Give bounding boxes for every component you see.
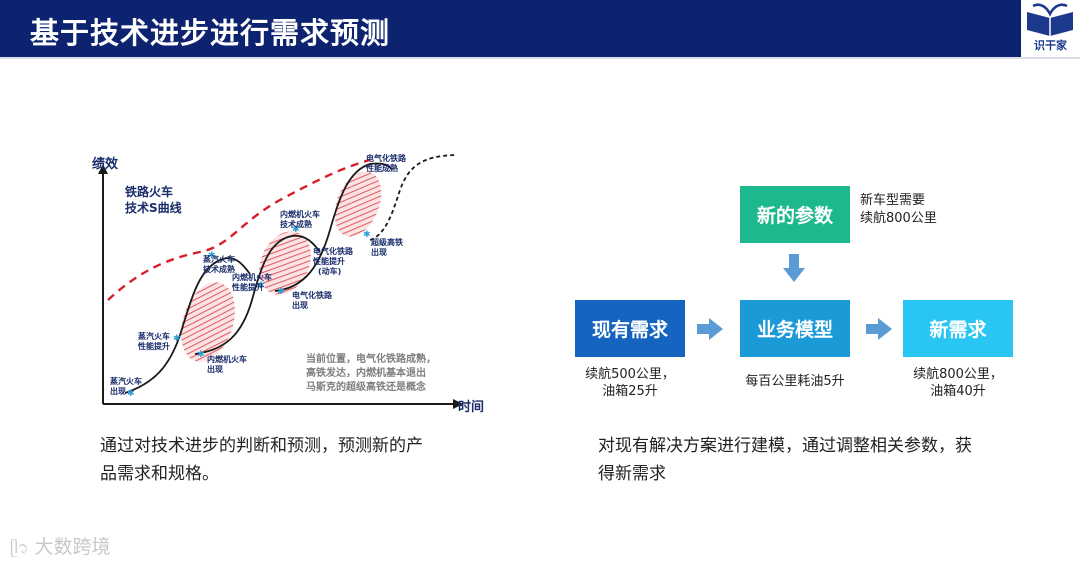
left-description: 通过对技术进步的判断和预测，预测新的产 品需求和规格。 bbox=[100, 432, 520, 488]
watermark: ᥫ᭡ 大数跨境 bbox=[10, 532, 111, 565]
left-description-line-2: 品需求和规格。 bbox=[100, 464, 219, 484]
current-demand-sub-line-1: 续航500公里， bbox=[585, 367, 675, 382]
label-steam-mature-1: 蒸汽火车 bbox=[203, 254, 235, 264]
note-line-1: 当前位置，电气化铁路成熟， bbox=[306, 352, 436, 365]
y-axis-arrow bbox=[98, 164, 108, 174]
header-divider bbox=[0, 57, 1080, 59]
business-model-box: 业务模型 bbox=[740, 300, 850, 357]
new-params-box: 新的参数 bbox=[740, 186, 850, 243]
curve-title-line2: 技术S曲线 bbox=[125, 200, 182, 215]
label-diesel-appear-2: 出现 bbox=[207, 364, 223, 374]
star-icon: ✱ bbox=[277, 287, 285, 297]
steam-mature-region bbox=[181, 282, 235, 362]
down-arrow-icon bbox=[783, 254, 805, 282]
label-electric-appear-1: 电气化铁路 bbox=[292, 290, 333, 300]
right-arrow-icon bbox=[866, 318, 892, 340]
y-axis-label: 绩效 bbox=[92, 156, 119, 172]
new-demand-sub-line-2: 油箱40升 bbox=[930, 384, 986, 399]
new-params-note: 新车型需要 续航800公里 bbox=[860, 192, 937, 228]
new-demand-sub-line-1: 续航800公里， bbox=[913, 367, 1003, 382]
label-electric-improve-3: (动车) bbox=[318, 266, 341, 276]
label-hsr-appear-2: 出现 bbox=[371, 247, 387, 257]
label-electric-appear-2: 出现 bbox=[292, 300, 308, 310]
x-axis-label: 时间 bbox=[458, 399, 484, 415]
envelope-curve bbox=[107, 158, 371, 301]
electric-s-curve bbox=[274, 162, 393, 292]
business-model-sub-line-1: 每百公里耗油5升 bbox=[745, 374, 845, 389]
hyperloop-s-curve bbox=[369, 154, 456, 241]
steam-s-curve bbox=[124, 257, 251, 394]
left-description-line-1: 通过对技术进步的判断和预测，预测新的产 bbox=[100, 436, 423, 456]
x-axis-arrow bbox=[453, 399, 463, 409]
watermark-text: 大数跨境 bbox=[34, 536, 111, 558]
business-model-sub: 每百公里耗油5升 bbox=[730, 373, 860, 390]
label-electric-improve-1: 电气化铁路 bbox=[313, 246, 354, 256]
star-icon: ✱ bbox=[292, 225, 300, 235]
star-icon: ✱ bbox=[173, 334, 181, 344]
page-title: 基于技术进步进行需求预测 bbox=[30, 16, 391, 50]
note-line-2: 高铁发达，内燃机基本退出 bbox=[306, 366, 426, 379]
label-diesel-mature-1: 内燃机火车 bbox=[280, 209, 320, 219]
label-electric-mature-1: 电气化铁路 bbox=[366, 153, 407, 163]
right-description-line-2: 得新需求 bbox=[598, 464, 666, 484]
label-steam-appear-2: 出现 bbox=[110, 386, 126, 396]
current-demand-box: 现有需求 bbox=[575, 300, 685, 357]
current-demand-sub-line-2: 油箱25升 bbox=[602, 384, 658, 399]
label-electric-improve-2: 性能提升 bbox=[313, 256, 345, 266]
star-icon: ✱ bbox=[127, 389, 135, 399]
book-logo-icon bbox=[1027, 3, 1073, 36]
diesel-mature-region bbox=[259, 231, 311, 295]
curve-title-line1: 铁路火车 bbox=[125, 184, 173, 199]
s-curve-diagram: 绩效 时间 ✱ ✱ ✱ ✱ ✱ ✱ ✱ ✱ 铁路火车 技术S曲线 蒸汽火车 出现… bbox=[70, 140, 510, 430]
label-steam-appear-1: 蒸汽火车 bbox=[110, 376, 142, 386]
electric-mature-region bbox=[334, 171, 382, 237]
header-bar: 基于技术进步进行需求预测 识干家 bbox=[0, 0, 1080, 57]
label-diesel-mature-2: 技术成熟 bbox=[280, 219, 312, 229]
label-diesel-improve-1: 内燃机火车 bbox=[232, 272, 272, 282]
right-description: 对现有解决方案进行建模，通过调整相关参数，获 得新需求 bbox=[598, 432, 1018, 488]
right-arrow-icon bbox=[697, 318, 723, 340]
new-params-note-line-2: 续航800公里 bbox=[860, 211, 937, 226]
label-hsr-appear-1: 超级高铁 bbox=[370, 237, 403, 247]
label-electric-mature-2: 性能成熟 bbox=[366, 163, 398, 173]
diesel-s-curve bbox=[194, 234, 321, 355]
logo: 识干家 bbox=[1021, 0, 1080, 57]
new-params-note-line-1: 新车型需要 bbox=[860, 193, 926, 208]
label-steam-improve-1: 蒸汽火车 bbox=[138, 331, 170, 341]
label-diesel-appear-1: 内燃机火车 bbox=[207, 354, 247, 364]
watermark-logo-icon: ᥫ᭡ bbox=[10, 538, 29, 557]
new-demand-box: 新需求 bbox=[903, 300, 1013, 357]
star-icon: ✱ bbox=[208, 251, 216, 261]
label-steam-mature-2: 技术成熟 bbox=[203, 264, 235, 274]
star-icon: ✱ bbox=[363, 230, 371, 240]
current-demand-sub: 续航500公里， 油箱25升 bbox=[570, 366, 690, 400]
new-demand-sub: 续航800公里， 油箱40升 bbox=[898, 366, 1018, 400]
star-icon: ✱ bbox=[257, 281, 265, 291]
label-steam-improve-2: 性能提升 bbox=[138, 341, 170, 351]
star-icon: ✱ bbox=[197, 350, 205, 360]
logo-text: 识干家 bbox=[1034, 39, 1067, 52]
right-description-line-1: 对现有解决方案进行建模，通过调整相关参数，获 bbox=[598, 436, 972, 456]
label-diesel-improve-2: 性能提升 bbox=[232, 282, 264, 292]
note-line-3: 马斯克的超级高铁还是概念 bbox=[306, 380, 426, 393]
